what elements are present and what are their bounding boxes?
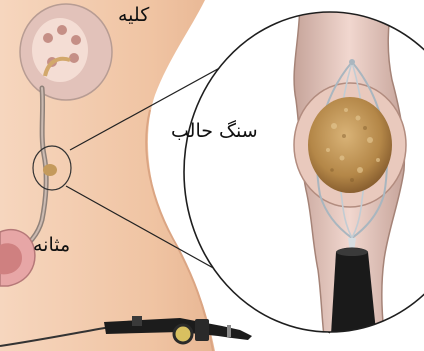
kidney-label: کلیه xyxy=(118,6,149,25)
stone xyxy=(308,97,392,193)
ureter-stone-label: سنگ حالب xyxy=(171,122,258,141)
small-stone xyxy=(43,164,57,176)
magnified-view xyxy=(184,0,424,351)
bladder-label: مثانه xyxy=(33,236,70,255)
kidney xyxy=(20,4,112,100)
